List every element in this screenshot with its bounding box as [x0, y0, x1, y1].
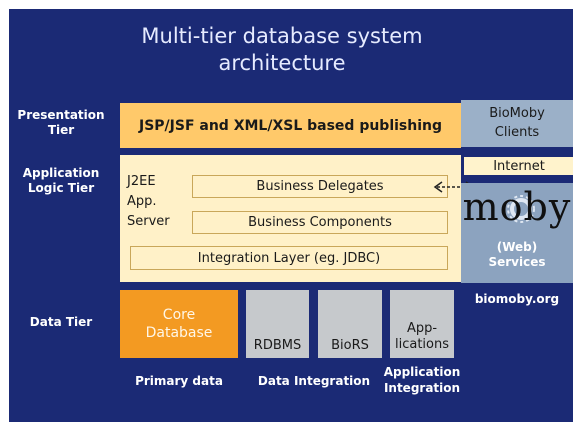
- internet-box: Internet: [464, 157, 573, 175]
- biors-box: BioRS: [318, 290, 382, 358]
- web-services-label: (Web) Services: [461, 240, 573, 270]
- application-tier-line-2: Logic Tier: [27, 181, 95, 195]
- core-database-box: Core Database: [120, 290, 238, 358]
- application-tier-line-1: Application: [22, 166, 100, 180]
- core-database-line-1: Core: [162, 307, 196, 323]
- app-server-line-1: J2EE: [127, 174, 156, 189]
- core-database-line-2: Database: [145, 325, 213, 341]
- data-tier-label: Data Tier: [29, 315, 93, 329]
- web-services-line-2: Services: [488, 255, 546, 269]
- application-integration-line-2: Integration: [383, 381, 461, 395]
- rdbms-box: RDBMS: [246, 290, 309, 358]
- data-integration-label: Data Integration: [257, 374, 371, 388]
- primary-data-label: Primary data: [135, 374, 223, 388]
- presentation-tier-label: Presentation Tier: [15, 108, 107, 138]
- web-services-line-1: (Web): [496, 240, 538, 254]
- presentation-tier-line-1: Presentation: [17, 108, 105, 122]
- business-components-box: Business Components: [192, 211, 448, 234]
- integration-layer-box: Integration Layer (eg. JDBC): [130, 246, 448, 270]
- biomoby-clients-box: BioMoby Clients: [461, 100, 573, 147]
- app-server-label: J2EE App. Server: [127, 172, 170, 232]
- presentation-box: JSP/JSF and XML/XSL based publishing: [120, 103, 461, 148]
- applications-line-1: App-: [406, 321, 438, 336]
- moby-logo: moby: [462, 185, 572, 229]
- title-line-1: Multi-tier database system: [141, 24, 423, 48]
- application-integration-line-1: Application: [383, 365, 461, 379]
- business-delegates-box: Business Delegates: [192, 175, 448, 198]
- app-server-line-3: Server: [127, 214, 170, 229]
- biomoby-org-label: biomoby.org: [474, 292, 560, 306]
- biomoby-clients-line-1: BioMoby: [489, 106, 545, 121]
- biomoby-clients-line-2: Clients: [494, 125, 540, 140]
- diagram-title: Multi-tier database system architecture: [9, 23, 555, 77]
- title-line-2: architecture: [218, 51, 346, 75]
- slide: Multi-tier database system architecture …: [9, 9, 573, 422]
- application-integration-label: Application Integration: [380, 364, 464, 396]
- applications-box: App- lications: [390, 290, 454, 358]
- applications-line-2: lications: [394, 337, 449, 352]
- gear-icon: [507, 195, 535, 223]
- presentation-tier-line-2: Tier: [47, 123, 75, 137]
- app-server-line-2: App.: [127, 194, 157, 209]
- application-tier-label: Application Logic Tier: [15, 166, 107, 196]
